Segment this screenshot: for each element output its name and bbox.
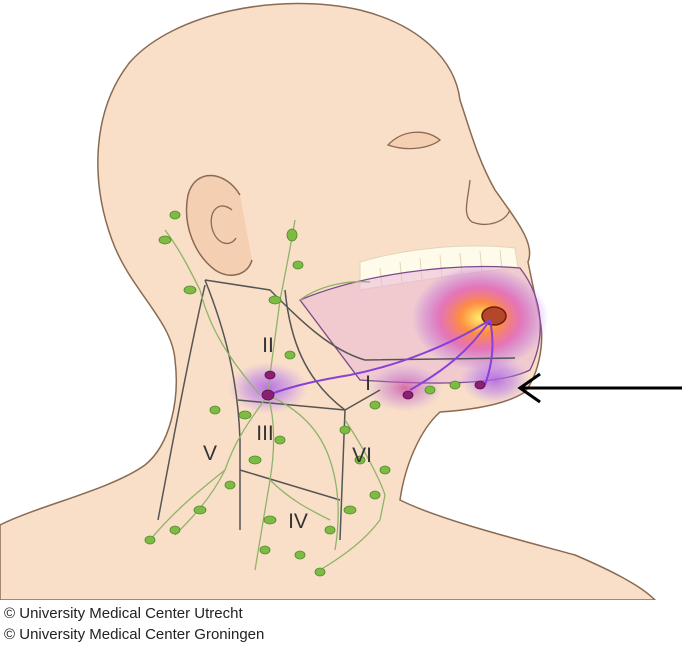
pointer-arrow (517, 372, 682, 404)
level-label-iii: III (256, 422, 274, 445)
credit-line: © University Medical Center Utrecht (4, 603, 264, 624)
level-label-iv: IV (288, 510, 308, 533)
purple-glow-submandibular (367, 364, 443, 412)
credit-text: University Medical Center Groningen (19, 626, 265, 643)
tumor-glow (412, 266, 548, 370)
copyright-icon: © (4, 626, 16, 643)
level-label-v: V (203, 442, 217, 465)
metastatic-lymph-nodes (261, 370, 486, 401)
lymph-nodes (144, 210, 461, 577)
face-features (386, 131, 511, 225)
credit-text: University Medical Center Utrecht (19, 605, 243, 622)
copyright-credits: © University Medical Center Utrecht © Un… (4, 603, 264, 645)
level-label-ii: II (262, 334, 274, 357)
head-neck-lymph-node-diagram: II I III V VI IV (0, 2, 682, 600)
credit-line: © University Medical Center Groningen (4, 624, 264, 645)
tumor-drainage-path (267, 319, 494, 396)
ear (185, 174, 253, 276)
level-label-vi: VI (352, 444, 372, 467)
neck-level-boundaries (157, 279, 516, 541)
level-label-i: I (365, 372, 371, 395)
copyright-icon: © (4, 605, 16, 622)
